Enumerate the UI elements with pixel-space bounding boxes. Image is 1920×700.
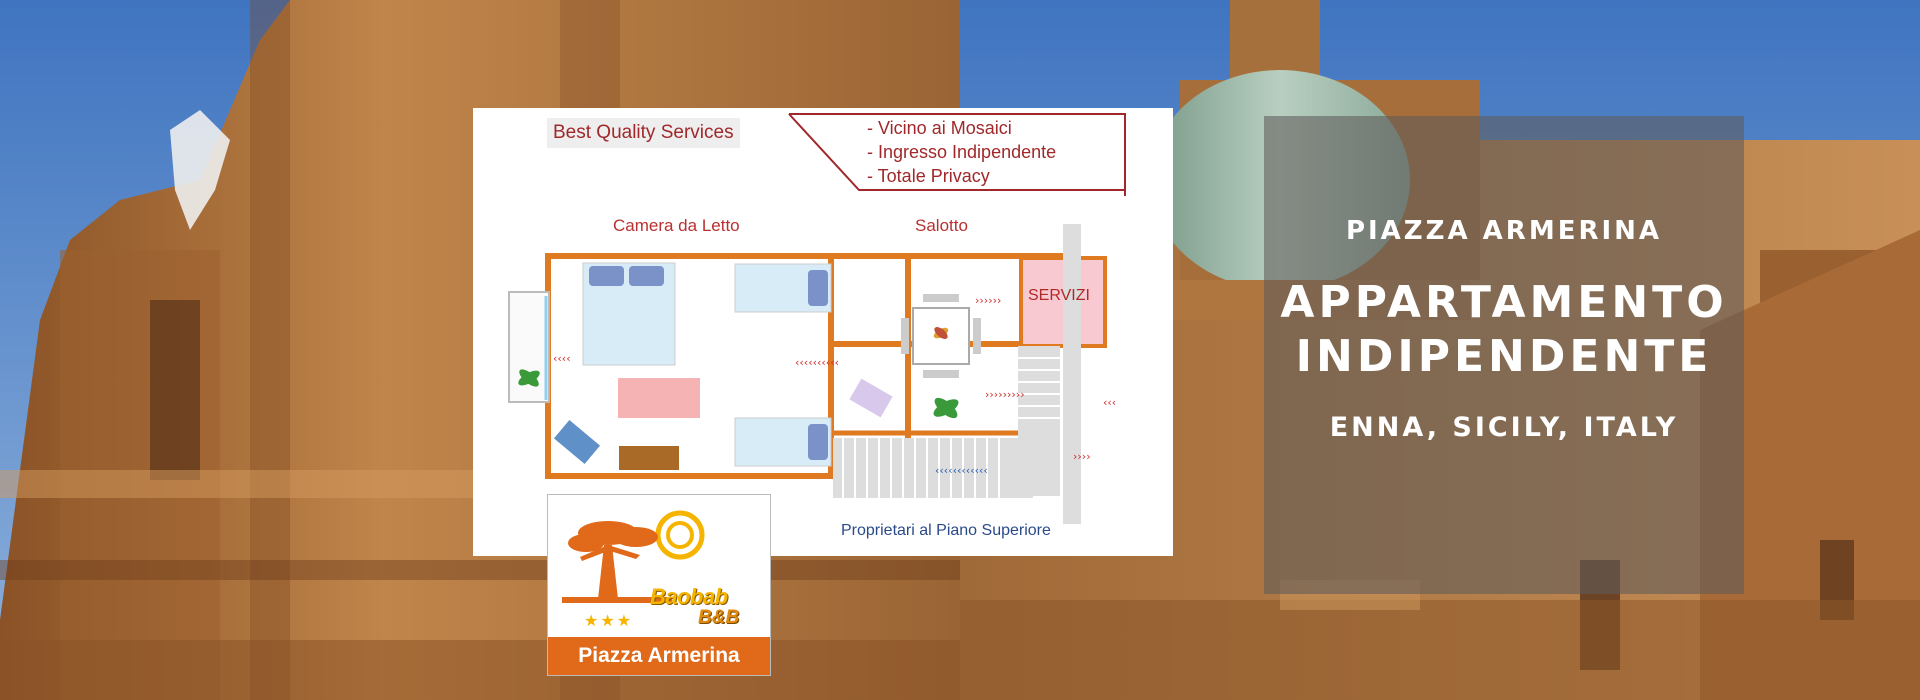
- page-title: APPARTAMENTO INDIPENDENTE: [1264, 276, 1744, 384]
- logo-brand-text: Baobab: [650, 584, 728, 609]
- svg-text:›››››››››: ›››››››››: [985, 388, 1025, 401]
- title-line: INDIPENDENTE: [1295, 331, 1713, 382]
- svg-text:‹‹‹: ‹‹‹: [1103, 396, 1116, 409]
- feature-list: - Vicino ai Mosaici - Ingresso Indipende…: [867, 116, 1056, 188]
- title-line: APPARTAMENTO: [1280, 277, 1728, 328]
- feature-item: - Vicino ai Mosaici: [867, 118, 1012, 138]
- baobab-logo[interactable]: Baobab B&B ★★★ Piazza Armerina: [547, 494, 771, 676]
- baobab-tree-icon: [562, 510, 705, 603]
- logo-suffix-text: B&B: [698, 607, 740, 628]
- bathroom-label: SERVIZI: [1028, 287, 1090, 304]
- svg-text:››››››: ››››››: [975, 294, 1001, 307]
- feature-item: - Totale Privacy: [867, 166, 990, 186]
- title-overlay: PIAZZA ARMERINA APPARTAMENTO INDIPENDENT…: [1264, 116, 1744, 594]
- star-rating-icon: ★★★: [584, 611, 634, 630]
- svg-text:‹‹‹‹: ‹‹‹‹: [553, 352, 571, 365]
- bedroom-label: Camera da Letto: [613, 216, 740, 235]
- plan-tagline: Best Quality Services: [547, 118, 740, 148]
- location-text: ENNA, SICILY, ITALY: [1329, 412, 1679, 443]
- floor-plan-card: ‹‹‹‹ ‹‹‹‹‹‹‹‹‹‹ ›››››› ››››››››› ‹‹‹ ›››…: [473, 108, 1173, 556]
- svg-text:››››: ››››: [1073, 450, 1091, 463]
- owners-note: Proprietari al Piano Superiore: [841, 522, 1051, 539]
- feature-item: - Ingresso Indipendente: [867, 142, 1057, 162]
- logo-place-text: Piazza Armerina: [548, 637, 770, 675]
- floor-plan-drawing: ‹‹‹‹ ‹‹‹‹‹‹‹‹‹‹ ›››››› ››››››››› ‹‹‹ ›››…: [508, 113, 1126, 524]
- city-heading: PIAZZA ARMERINA: [1345, 216, 1663, 246]
- svg-text:‹‹‹‹‹‹‹‹‹‹‹‹: ‹‹‹‹‹‹‹‹‹‹‹‹: [935, 464, 988, 477]
- living-room-label: Salotto: [915, 216, 968, 235]
- svg-text:‹‹‹‹‹‹‹‹‹‹: ‹‹‹‹‹‹‹‹‹‹: [795, 356, 839, 369]
